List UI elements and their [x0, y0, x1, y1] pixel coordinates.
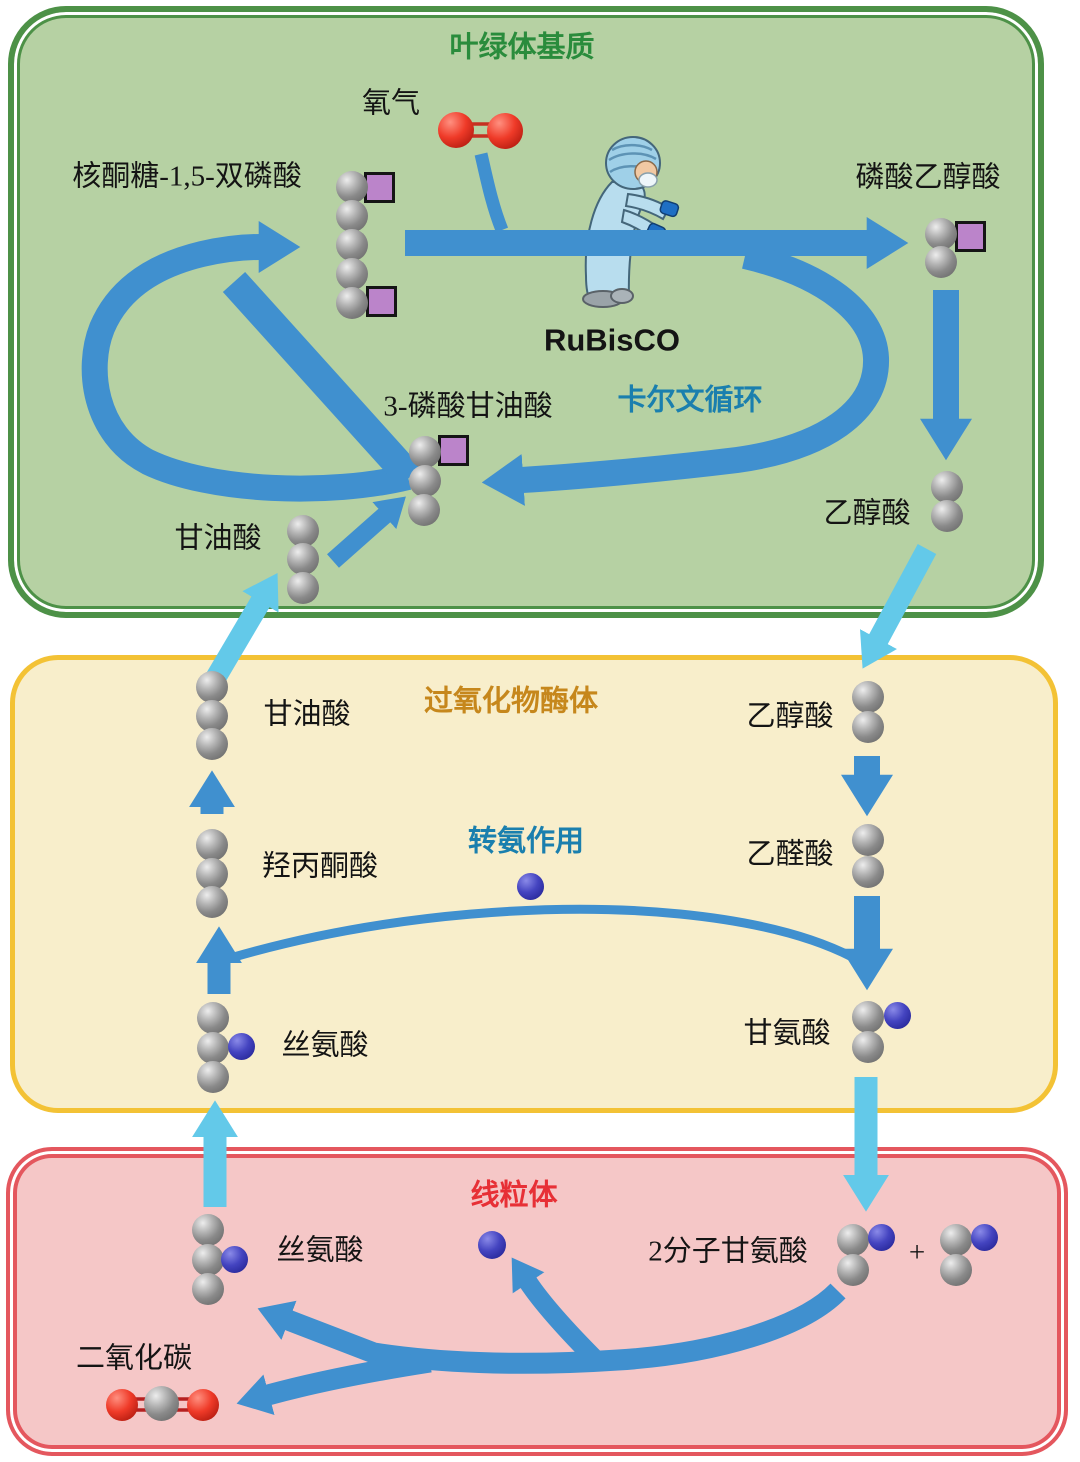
glycolate-chloroplast-label: 乙醇酸 — [823, 497, 911, 530]
carbon-atom — [192, 1273, 224, 1305]
carbon-atom — [336, 200, 368, 232]
transamination-label: 转氨作用 — [467, 825, 585, 858]
chloroplast-stroma-title: 叶绿体基质 — [449, 31, 595, 64]
carbon-atom — [196, 886, 228, 918]
carbon-atom — [196, 671, 228, 703]
hydroxypyruvate-label: 羟丙酮酸 — [261, 850, 379, 883]
carbon-atom — [940, 1254, 972, 1286]
carbon-atom — [287, 572, 319, 604]
carbon-atom — [409, 436, 441, 468]
glyoxylate-label: 乙醛酸 — [746, 838, 834, 871]
phosphoglycolate-label: 磷酸乙醇酸 — [855, 161, 1001, 194]
amino-group — [868, 1224, 895, 1251]
amino-group — [971, 1224, 998, 1251]
carbon-atom — [925, 218, 957, 250]
amino-group — [221, 1246, 248, 1273]
carbon-atom — [197, 1061, 229, 1093]
carbon-atom — [336, 287, 368, 319]
co2-release-arrow — [236, 1351, 432, 1415]
carbon-atom — [852, 824, 884, 856]
oxygen-inflow-curve — [474, 152, 509, 233]
carbon-atom — [852, 681, 884, 713]
transamination-curve — [232, 904, 855, 962]
oxygen-atom — [106, 1389, 138, 1421]
mitochondrion-title: 线粒体 — [470, 1179, 558, 1212]
amino-group — [228, 1033, 255, 1060]
amino-group — [884, 1002, 911, 1029]
carbon-atom — [852, 1031, 884, 1063]
carbon-atom — [192, 1214, 224, 1246]
carbon-atom — [196, 858, 228, 890]
glycerate-chloroplast-label: 甘油酸 — [174, 522, 262, 555]
calvin-to-pga3-arrow — [481, 243, 889, 506]
oxygen-label: 氧气 — [361, 87, 421, 120]
plus-sign: + — [908, 1236, 926, 1269]
serine-peroxisome-label: 丝氨酸 — [281, 1029, 369, 1062]
calvin-cycle-label: 卡尔文循环 — [617, 384, 763, 417]
rubisco-label: RuBisCO — [543, 322, 681, 358]
oxygen-atom — [187, 1389, 219, 1421]
carbon-atom — [852, 856, 884, 888]
carbon-atom — [336, 171, 368, 203]
carbon-atom — [144, 1386, 179, 1421]
carbon-atom — [852, 1001, 884, 1033]
calvin-cycle-chord-band — [222, 271, 422, 488]
calvin-cycle-ring-arrow — [81, 221, 412, 502]
carbon-atom — [940, 1224, 972, 1256]
amine-release-arrow — [511, 1257, 605, 1369]
carbon-atom — [925, 246, 957, 278]
person-arm-upper — [624, 192, 671, 221]
amino-group — [517, 873, 544, 900]
carbon-atom — [196, 829, 228, 861]
carbon-atom — [837, 1224, 869, 1256]
pga3-label: 3-磷酸甘油酸 — [383, 390, 553, 423]
carbon-atom — [192, 1244, 224, 1276]
phosphate-group — [955, 221, 986, 252]
glycerate-peroxisome-label: 甘油酸 — [263, 698, 351, 731]
phosphate-group — [364, 172, 395, 203]
carbon-atom — [196, 728, 228, 760]
rubp-label: 核酮糖-1,5-双磷酸 — [72, 160, 302, 193]
oxygen-atom — [487, 113, 523, 149]
phosphate-group — [438, 435, 469, 466]
carbon-atom — [837, 1254, 869, 1286]
carbon-dioxide-label: 二氧化碳 — [75, 1342, 193, 1375]
carbon-atom — [336, 258, 368, 290]
carbon-atom — [287, 515, 319, 547]
carbon-atom — [409, 465, 441, 497]
glycine-peroxisome-label: 甘氨酸 — [743, 1017, 831, 1050]
peroxisome-title: 过氧化物酶体 — [423, 685, 599, 718]
carbon-atom — [287, 543, 319, 575]
phosphate-group — [366, 286, 397, 317]
carbon-atom — [931, 500, 963, 532]
carbon-atom — [931, 471, 963, 503]
carbon-atom — [408, 494, 440, 526]
glycerate-to-pga3-arrow — [327, 496, 406, 568]
carbon-atom — [336, 229, 368, 261]
carbon-atom — [196, 700, 228, 732]
glycolate-peroxisome-label: 乙醇酸 — [746, 700, 834, 733]
carbon-atom — [197, 1032, 229, 1064]
glycine-pair-label: 2分子甘氨酸 — [648, 1235, 808, 1268]
carbon-atom — [852, 711, 884, 743]
person-mask — [638, 172, 658, 188]
serine-mitochondrion-label: 丝氨酸 — [276, 1234, 364, 1267]
person-foot — [610, 288, 634, 304]
carbon-atom — [197, 1002, 229, 1034]
glycerate-export-arrow — [205, 572, 279, 685]
glycolate-export-arrow — [860, 544, 937, 669]
amino-group — [478, 1231, 506, 1259]
rubisco-person-illustration — [582, 136, 680, 308]
person-glove — [659, 200, 680, 218]
oxygen-atom — [438, 112, 474, 148]
